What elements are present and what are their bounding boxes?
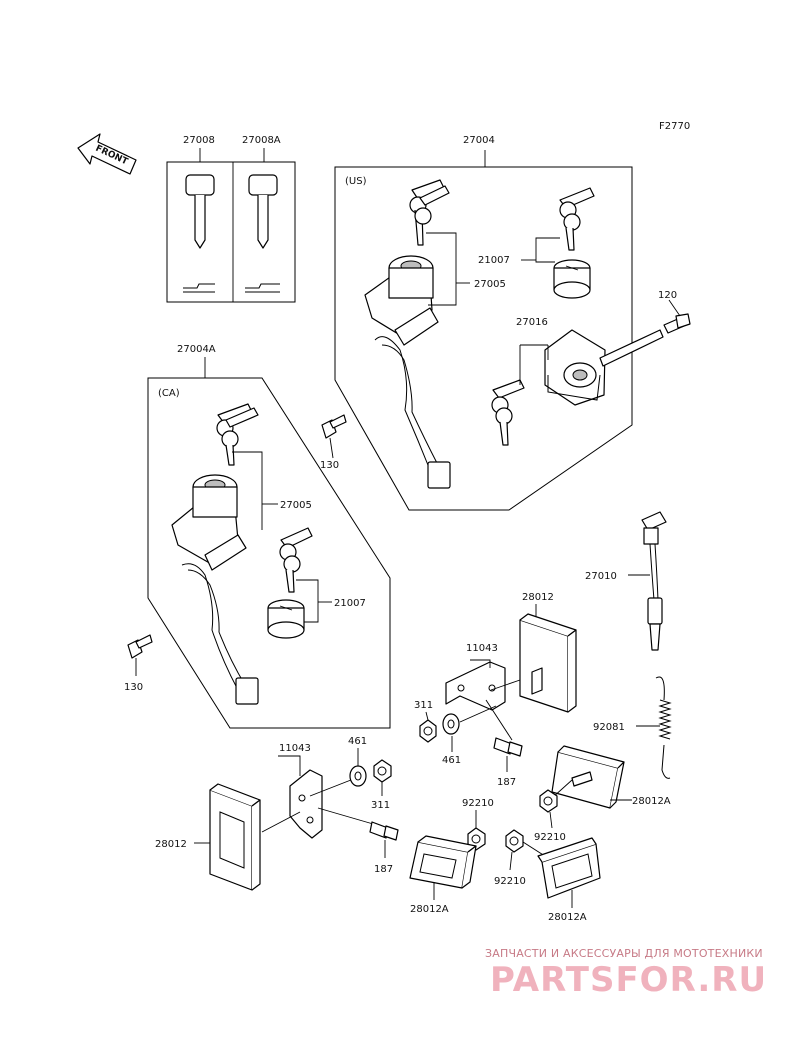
- washer-461-top-icon: [442, 713, 460, 735]
- reflector-28012a-bl-icon: [409, 835, 477, 889]
- callout-27004: 27004: [463, 135, 495, 146]
- bracket-bottom-icon: [289, 769, 323, 839]
- section-label-ca: (CA): [158, 388, 180, 399]
- spring-icon: [655, 676, 672, 779]
- bracket-top-icon: [445, 661, 506, 711]
- callout-27016: 27016: [516, 317, 548, 328]
- us-assembly-frame: [334, 150, 633, 511]
- nut-92210-left-icon: [505, 829, 524, 853]
- callout-311-bottom: 311: [371, 800, 390, 811]
- callout-92210-top: 92210: [462, 798, 494, 809]
- lock-keys-us-icon: [559, 187, 595, 251]
- washer-461-bottom-icon: [349, 765, 367, 787]
- ignition-keys-us-icon: [409, 179, 450, 246]
- callout-27004a: 27004A: [177, 344, 216, 355]
- stop-switch-icon: [641, 511, 667, 651]
- callout-28012a-br: 28012A: [548, 912, 587, 923]
- callout-130-us: 130: [320, 460, 339, 471]
- front-arrow-icon: FRONT: [77, 133, 137, 175]
- callout-311-top: 311: [414, 700, 433, 711]
- seat-lock-icon: [544, 329, 664, 406]
- reflector-28012-left-icon: [209, 783, 261, 891]
- callout-27010: 27010: [585, 571, 617, 582]
- callout-21007-us: 21007: [478, 255, 510, 266]
- lock-cylinder-us-icon: [553, 259, 591, 299]
- callout-92210-right: 92210: [534, 832, 566, 843]
- callout-28012a-right: 28012A: [632, 796, 671, 807]
- ignition-keys-ca-icon: [216, 403, 259, 466]
- callout-187-top: 187: [497, 777, 516, 788]
- callout-21007-ca: 21007: [334, 598, 366, 609]
- callout-11043-bottom: 11043: [279, 743, 311, 754]
- callout-27005-us: 27005: [474, 279, 506, 290]
- section-label-us: (US): [345, 176, 367, 187]
- callout-92210-left: 92210: [494, 876, 526, 887]
- callout-27008: 27008: [183, 135, 215, 146]
- nut-311-bottom-icon: [373, 759, 392, 783]
- lock-keys-ca-icon: [279, 527, 313, 593]
- ignition-switch-us-icon: [364, 255, 451, 489]
- figure-code: F2770: [659, 121, 690, 132]
- callout-461-top: 461: [442, 755, 461, 766]
- reflector-28012a-br-icon: [537, 837, 601, 899]
- bolt-120-icon: [663, 313, 691, 334]
- watermark-caption: ЗАПЧАСТИ И АКСЕССУАРЫ ДЛЯ МОТОТЕХНИКИ: [485, 947, 763, 960]
- seat-lock-keys-icon: [491, 379, 525, 446]
- reflector-28012-top-icon: [519, 613, 577, 713]
- watermark-logo: PARTSFOR.RU: [490, 960, 768, 1000]
- bolt-187-top-icon: [493, 737, 523, 757]
- callout-130-ca: 130: [124, 682, 143, 693]
- callout-92081: 92081: [593, 722, 625, 733]
- lock-cylinder-ca-icon: [267, 599, 305, 639]
- bolt-130-ca-icon: [127, 634, 153, 659]
- bolt-187-bottom-icon: [369, 821, 399, 841]
- callout-28012-left: 28012: [155, 839, 187, 850]
- bolt-130-us-icon: [321, 414, 347, 439]
- ca-assembly-frame: [147, 357, 391, 729]
- key-blank-27008-icon: [183, 174, 215, 293]
- callout-28012a-bl: 28012A: [410, 904, 449, 915]
- callout-27005-ca: 27005: [280, 500, 312, 511]
- nut-92210-right-icon: [539, 789, 558, 813]
- ignition-switch-ca-icon: [171, 474, 259, 705]
- key-blank-27008a-icon: [245, 174, 280, 293]
- callout-461-bottom: 461: [348, 736, 367, 747]
- nut-311-top-icon: [419, 719, 437, 743]
- callout-27008a: 27008A: [242, 135, 281, 146]
- reflector-28012a-right-icon: [551, 745, 625, 809]
- key-blanks-box: [166, 148, 296, 303]
- callout-28012-top: 28012: [522, 592, 554, 603]
- callout-187-bottom: 187: [374, 864, 393, 875]
- callout-120: 120: [658, 290, 677, 301]
- callout-11043-top: 11043: [466, 643, 498, 654]
